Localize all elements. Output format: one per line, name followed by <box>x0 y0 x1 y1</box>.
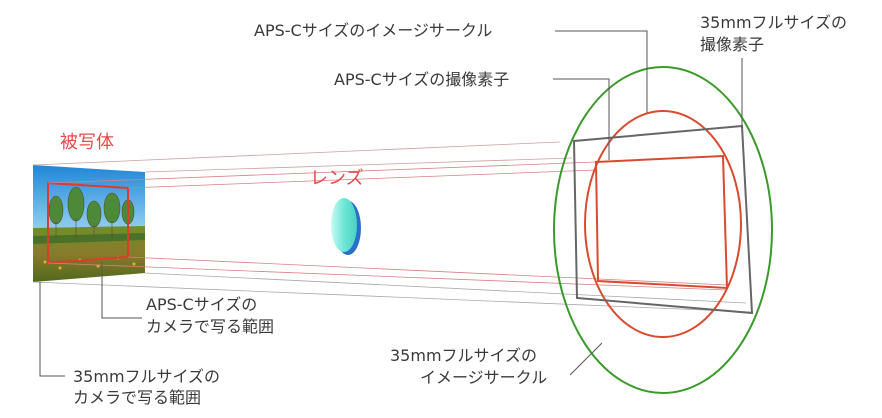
apsc-range-label-line1: APS-Cサイズの <box>146 295 257 314</box>
ff-image-circle <box>553 66 773 394</box>
ff-sensor-frame <box>572 124 754 315</box>
apsc-range-label-line2: カメラで写る範囲 <box>146 317 274 336</box>
leader-ff-range <box>39 282 65 377</box>
apsc-image-circle-label: APS-Cサイズのイメージサークル <box>254 21 492 40</box>
ray-ff-right-bottom <box>144 272 747 304</box>
leader-apsc-sensor <box>553 78 610 160</box>
ray-apsc-bottom <box>47 262 728 291</box>
leader-apsc-range <box>101 262 142 319</box>
ff-range-label-line1: 35mmフルサイズの <box>73 367 220 386</box>
subject-photo <box>33 165 145 282</box>
image-circles <box>553 66 773 394</box>
ff-image-circle-label-line2: イメージサークル <box>420 368 547 387</box>
ff-sensor-label-line1: 35mmフルサイズの <box>700 13 847 32</box>
leader-lines <box>39 30 743 377</box>
ray-ff-right-top <box>144 157 573 173</box>
ray-apsc-top <box>47 161 597 184</box>
leader-apsc-image-circle <box>555 30 648 113</box>
apsc-image-circle <box>584 110 742 338</box>
apsc-sensor-label: APS-Cサイズの撮像素子 <box>334 70 509 89</box>
lens-icon <box>331 198 361 255</box>
lens-label: レンズ <box>310 168 364 189</box>
light-rays <box>32 141 753 313</box>
apsc-sensor-frame <box>594 154 729 290</box>
tree-group <box>48 186 135 238</box>
ff-range-label-line2: カメラで写る範囲 <box>73 388 201 407</box>
subject-label: 被写体 <box>60 132 114 153</box>
ff-sensor-label-line2: 撮像素子 <box>700 35 764 54</box>
ray-ff-bottom <box>32 281 753 313</box>
leader-ff-image-circle <box>569 342 603 376</box>
ff-image-circle-label-line1: 35mmフルサイズの <box>390 346 537 365</box>
ray-apsc-right-top <box>127 169 597 189</box>
ray-ff-top <box>32 141 561 166</box>
ray-apsc-right-bottom <box>127 256 728 286</box>
